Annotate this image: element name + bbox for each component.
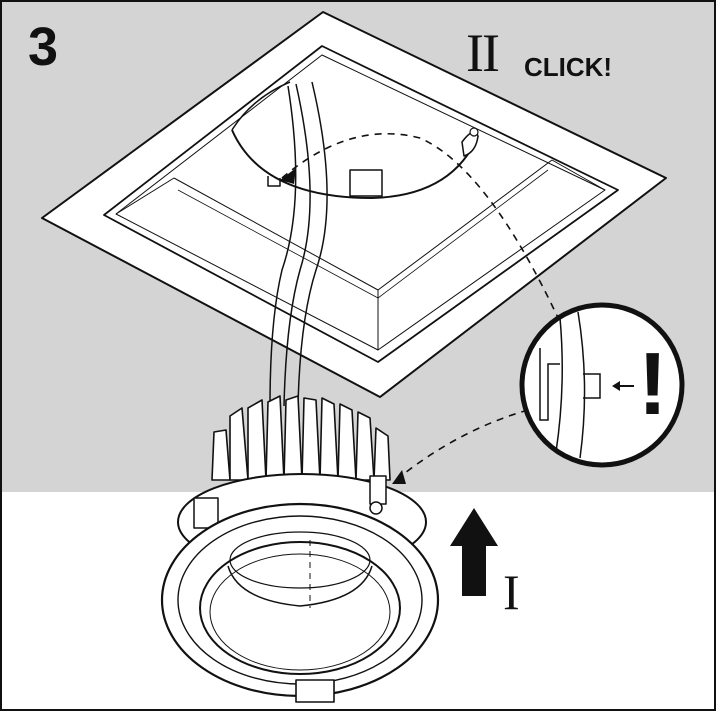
square-trim-frame [41, 11, 667, 398]
push-up-arrow-icon [450, 508, 498, 596]
click-guide-arc [281, 132, 561, 323]
detail-arrowhead [392, 470, 406, 484]
attention-mark: ! [638, 334, 668, 433]
click-label: CLICK! [524, 52, 613, 82]
detail-magnifier [519, 302, 685, 468]
stage-two-label: II [466, 23, 500, 83]
downlight-module [160, 473, 440, 703]
stage-one-label: I [503, 564, 520, 620]
click-arrowhead [280, 168, 296, 184]
power-cable [269, 81, 328, 407]
led-heatsink [211, 395, 391, 481]
step-number: 3 [28, 17, 59, 77]
detail-guide-arc [395, 409, 529, 481]
